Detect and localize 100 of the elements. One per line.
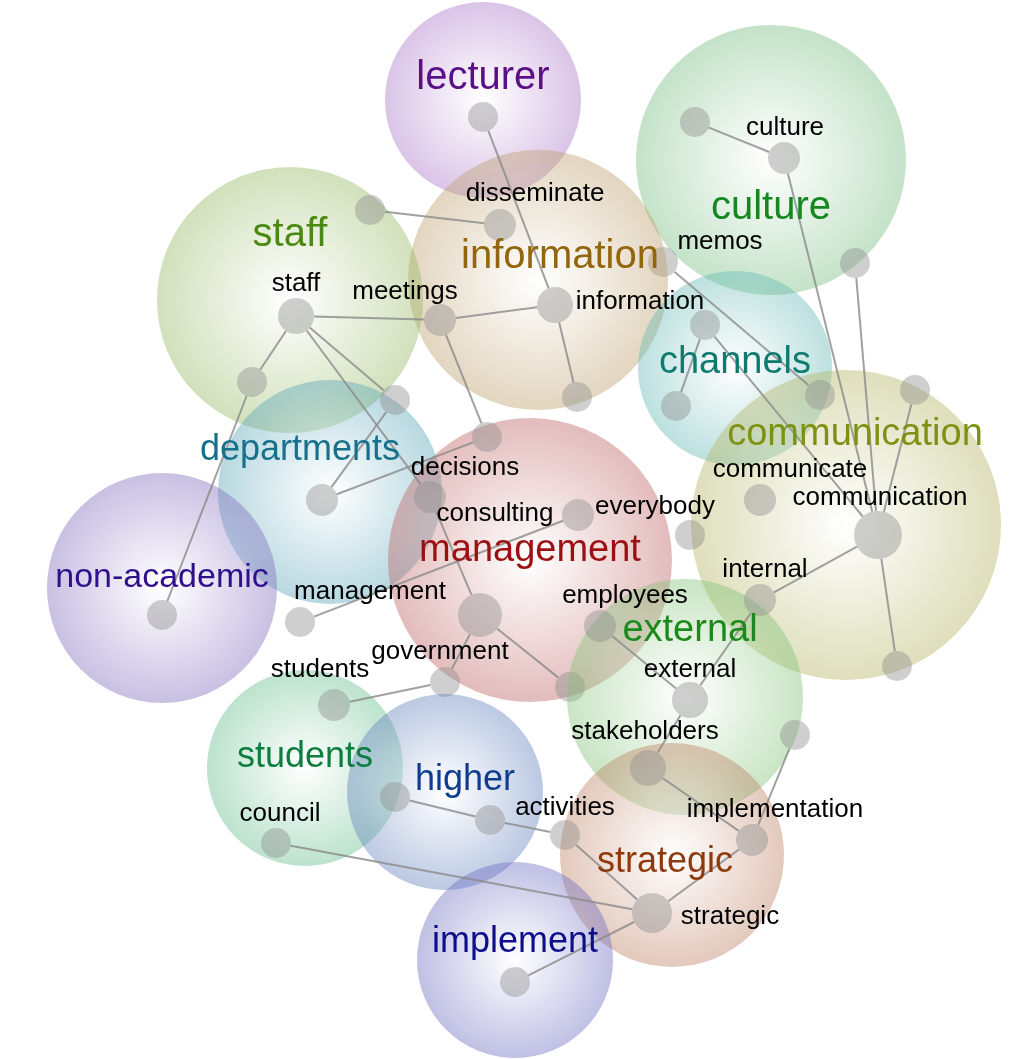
concept-dot bbox=[380, 385, 410, 415]
concept-label: stakeholders bbox=[571, 717, 719, 743]
connector-line bbox=[383, 210, 486, 225]
concept-label: implementation bbox=[686, 795, 864, 821]
concept-dot bbox=[147, 600, 177, 630]
theme-label: higher bbox=[414, 760, 516, 796]
concept-dot bbox=[744, 484, 776, 516]
concept-dot bbox=[355, 195, 385, 225]
connector-line bbox=[259, 330, 287, 371]
concept-dot bbox=[854, 511, 902, 559]
concept-dot bbox=[424, 304, 456, 336]
concept-dot bbox=[380, 782, 410, 812]
connector-line bbox=[496, 627, 560, 679]
connector-line bbox=[661, 777, 740, 832]
concept-dot bbox=[285, 607, 315, 637]
concept-label: council bbox=[239, 799, 321, 825]
theme-label: staff bbox=[252, 212, 328, 252]
connector-line bbox=[656, 714, 682, 754]
concept-label: disseminate bbox=[465, 179, 605, 205]
theme-label: lecturer bbox=[416, 55, 550, 95]
theme-label: students bbox=[236, 737, 374, 773]
connector-line bbox=[408, 799, 477, 818]
connector-line bbox=[558, 321, 575, 384]
concept-dot bbox=[661, 391, 691, 421]
connector-line bbox=[305, 329, 422, 486]
theme-label: external bbox=[622, 609, 758, 647]
concept-label: management bbox=[294, 577, 446, 603]
concept-dot bbox=[840, 248, 870, 278]
concept-label: external bbox=[643, 655, 737, 681]
connector-line bbox=[575, 844, 639, 901]
concept-label: staff bbox=[271, 269, 321, 295]
connector-line bbox=[680, 338, 701, 393]
concept-label: activities bbox=[515, 793, 615, 819]
connector-line bbox=[713, 335, 864, 518]
concept-label: information bbox=[575, 287, 705, 313]
concept-dot bbox=[780, 720, 810, 750]
theme-label: non-academic bbox=[55, 558, 269, 592]
connector-line bbox=[707, 126, 771, 153]
connector-line bbox=[450, 633, 471, 670]
concept-dot bbox=[472, 422, 502, 452]
connector-line bbox=[348, 684, 432, 703]
concept-dot bbox=[562, 382, 592, 412]
connector-line bbox=[773, 545, 858, 594]
concept-label: everybody bbox=[595, 492, 715, 518]
theme-label: departments bbox=[199, 430, 401, 466]
concept-dot bbox=[261, 828, 291, 858]
connector-line bbox=[503, 821, 552, 834]
concept-label: internal bbox=[722, 555, 808, 581]
concept-label: students bbox=[270, 655, 370, 681]
concept-dot bbox=[550, 820, 580, 850]
concept-dot bbox=[768, 142, 800, 174]
concept-dot bbox=[882, 651, 912, 681]
connector-line bbox=[166, 395, 248, 602]
concept-dot bbox=[900, 375, 930, 405]
concept-dot bbox=[458, 593, 502, 637]
concept-label: culture bbox=[746, 113, 824, 139]
connector-line bbox=[289, 844, 634, 911]
connector-line bbox=[313, 315, 425, 321]
connector-line bbox=[445, 333, 483, 425]
concept-label: decisions bbox=[410, 453, 520, 479]
concept-dot bbox=[675, 520, 705, 550]
connector-line bbox=[855, 276, 877, 513]
concept-dot bbox=[306, 484, 338, 516]
connector-line bbox=[673, 270, 810, 387]
concept-label: strategic bbox=[680, 902, 780, 928]
concept-dot bbox=[736, 824, 768, 856]
connector-line bbox=[667, 848, 741, 903]
connector-line bbox=[313, 519, 565, 618]
concept-dot bbox=[630, 750, 666, 786]
connector-line bbox=[335, 441, 474, 496]
theme-label: channels bbox=[658, 341, 812, 379]
concept-dot bbox=[537, 287, 573, 323]
connector-line bbox=[487, 130, 550, 290]
concept-dot bbox=[562, 499, 594, 531]
concept-dot bbox=[672, 682, 708, 718]
concept-label: communicate bbox=[712, 455, 868, 481]
theme-label: strategic bbox=[596, 842, 734, 878]
connector-line bbox=[611, 635, 678, 690]
connector-line bbox=[527, 921, 636, 977]
concept-label: meetings bbox=[352, 277, 458, 303]
connector-line bbox=[330, 411, 388, 489]
connector-line bbox=[699, 612, 752, 687]
concept-label: government bbox=[371, 637, 509, 663]
concept-dot bbox=[805, 380, 835, 410]
concept-dot bbox=[690, 310, 720, 340]
connector-line bbox=[435, 510, 473, 596]
connector-line bbox=[308, 326, 385, 392]
concept-label: employees bbox=[562, 581, 688, 607]
concept-dot bbox=[500, 967, 530, 997]
theme-label: communication bbox=[727, 413, 983, 451]
connector-line bbox=[880, 557, 896, 653]
concept-label: consulting bbox=[436, 499, 554, 525]
connector-line bbox=[454, 306, 539, 319]
connector-line bbox=[757, 747, 791, 827]
concept-dot bbox=[468, 102, 498, 132]
concept-dot bbox=[278, 298, 314, 334]
concept-label: memos bbox=[677, 227, 763, 253]
connector-line bbox=[786, 172, 874, 513]
theme-label: implement bbox=[431, 922, 599, 958]
connector-line bbox=[882, 403, 913, 513]
